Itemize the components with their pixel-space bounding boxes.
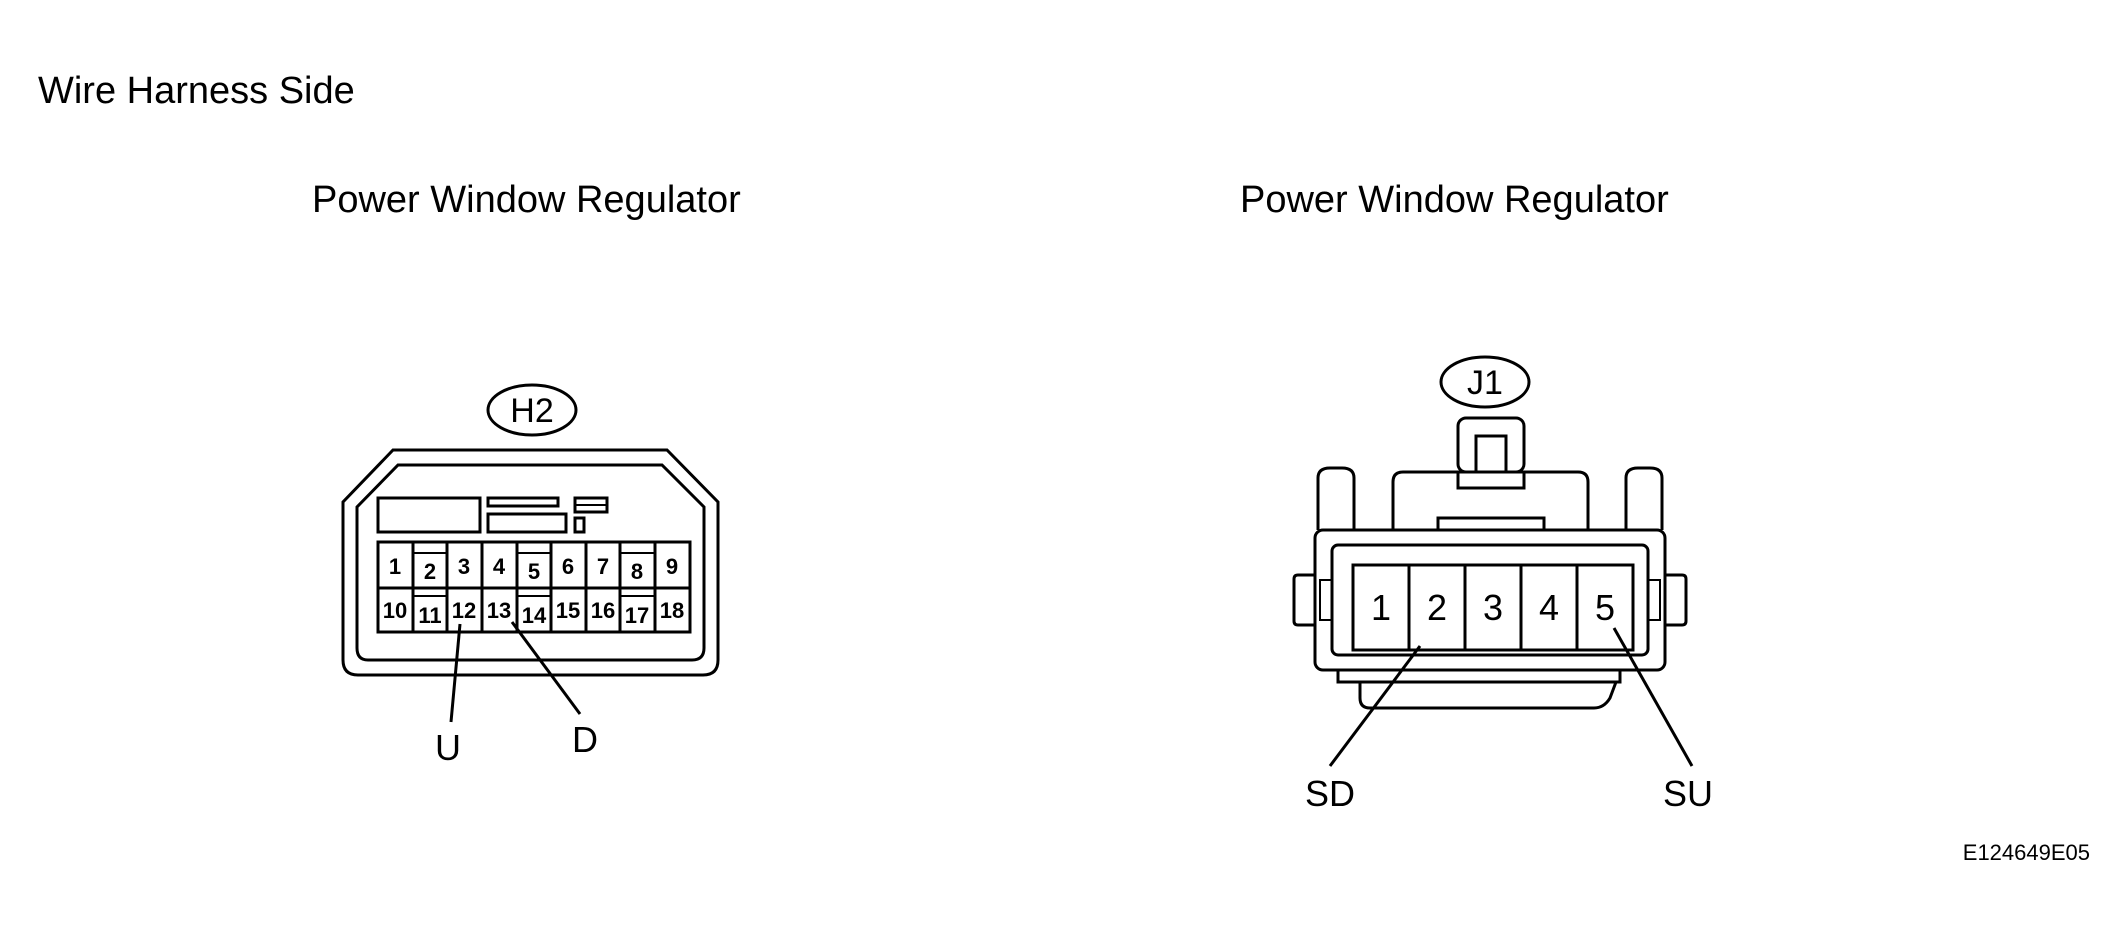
h2-narrow-pin-marks [413,552,655,597]
pin-label: 11 [418,603,441,628]
j1-pins: 1 2 3 4 5 [1371,587,1615,628]
pin-label: 12 [452,598,476,623]
j1-right-side-tab [1665,573,1688,627]
h2-bottom-row-pins: 10 11 12 13 14 15 16 17 18 [383,598,684,628]
callout-label-u: U [435,727,461,768]
h2-key-slot-large [376,496,482,534]
callout-label-d: D [572,719,598,760]
j1-code-ellipse [1439,355,1531,409]
pin-label: 3 [458,554,470,579]
connector-j1 [1292,355,1694,767]
h2-key-slot-a [486,496,560,508]
j1-housing-outer [1313,528,1667,672]
page-heading: Wire Harness Side [38,70,355,112]
callout-label-sd: SD [1305,773,1355,814]
pin-label: 15 [556,598,580,623]
pin-label: 2 [424,559,436,584]
h2-key-slot-d [573,516,586,534]
callout-line-d [510,621,582,715]
pin-label: 8 [631,559,643,584]
h2-housing-inner [355,463,706,662]
j1-left-side-tab [1292,573,1315,627]
j1-top-ridge [1391,470,1590,530]
h2-code-ellipse [486,383,578,437]
j1-lock-base [1456,470,1526,490]
pin-label: 9 [666,554,678,579]
callout-line-su [1612,627,1694,767]
j1-lock-window [1474,434,1508,474]
pin-label: 5 [1595,587,1615,628]
h2-pin-dividers [411,542,657,632]
pin-label: 4 [1539,587,1559,628]
pin-label: 1 [1371,587,1391,628]
j1-code-label: J1 [1467,364,1503,402]
pin-label: 3 [1483,587,1503,628]
left-connector-title: Power Window Regulator [312,179,741,221]
pin-label: 14 [522,603,547,628]
pin-label: 4 [493,554,506,579]
pin-label: 6 [562,554,574,579]
connector-h2 [341,383,720,723]
pin-label: 10 [383,598,407,623]
callout-line-sd [1328,645,1422,767]
h2-code-label: H2 [510,392,553,430]
pin-label: 5 [528,559,540,584]
pin-label: 1 [389,554,401,579]
pin-label: 7 [597,554,609,579]
j1-pin-block [1351,563,1635,652]
pin-label: 18 [660,598,684,623]
pin-label: 13 [487,598,511,623]
callout-line-u [449,623,462,723]
j1-right-latch [1624,466,1664,530]
h2-top-row-pins: 1 2 3 4 5 6 7 8 9 [389,554,678,584]
pin-label: 16 [591,598,615,623]
callout-label-su: SU [1663,773,1713,814]
right-connector-title: Power Window Regulator [1240,179,1669,221]
h2-housing-outer [341,448,720,677]
pin-label: 17 [625,603,649,628]
h2-key-slot-b [486,512,568,534]
pin-label: 2 [1427,587,1447,628]
figure-code: E124649E05 [1963,840,2090,865]
j1-left-latch [1316,466,1356,530]
j1-ridge-slot [1436,516,1546,532]
j1-lock-tab [1456,416,1526,474]
j1-pin-dividers [1407,565,1579,650]
j1-bottom-lip [1358,681,1618,710]
j1-bottom-skirt [1336,670,1622,684]
